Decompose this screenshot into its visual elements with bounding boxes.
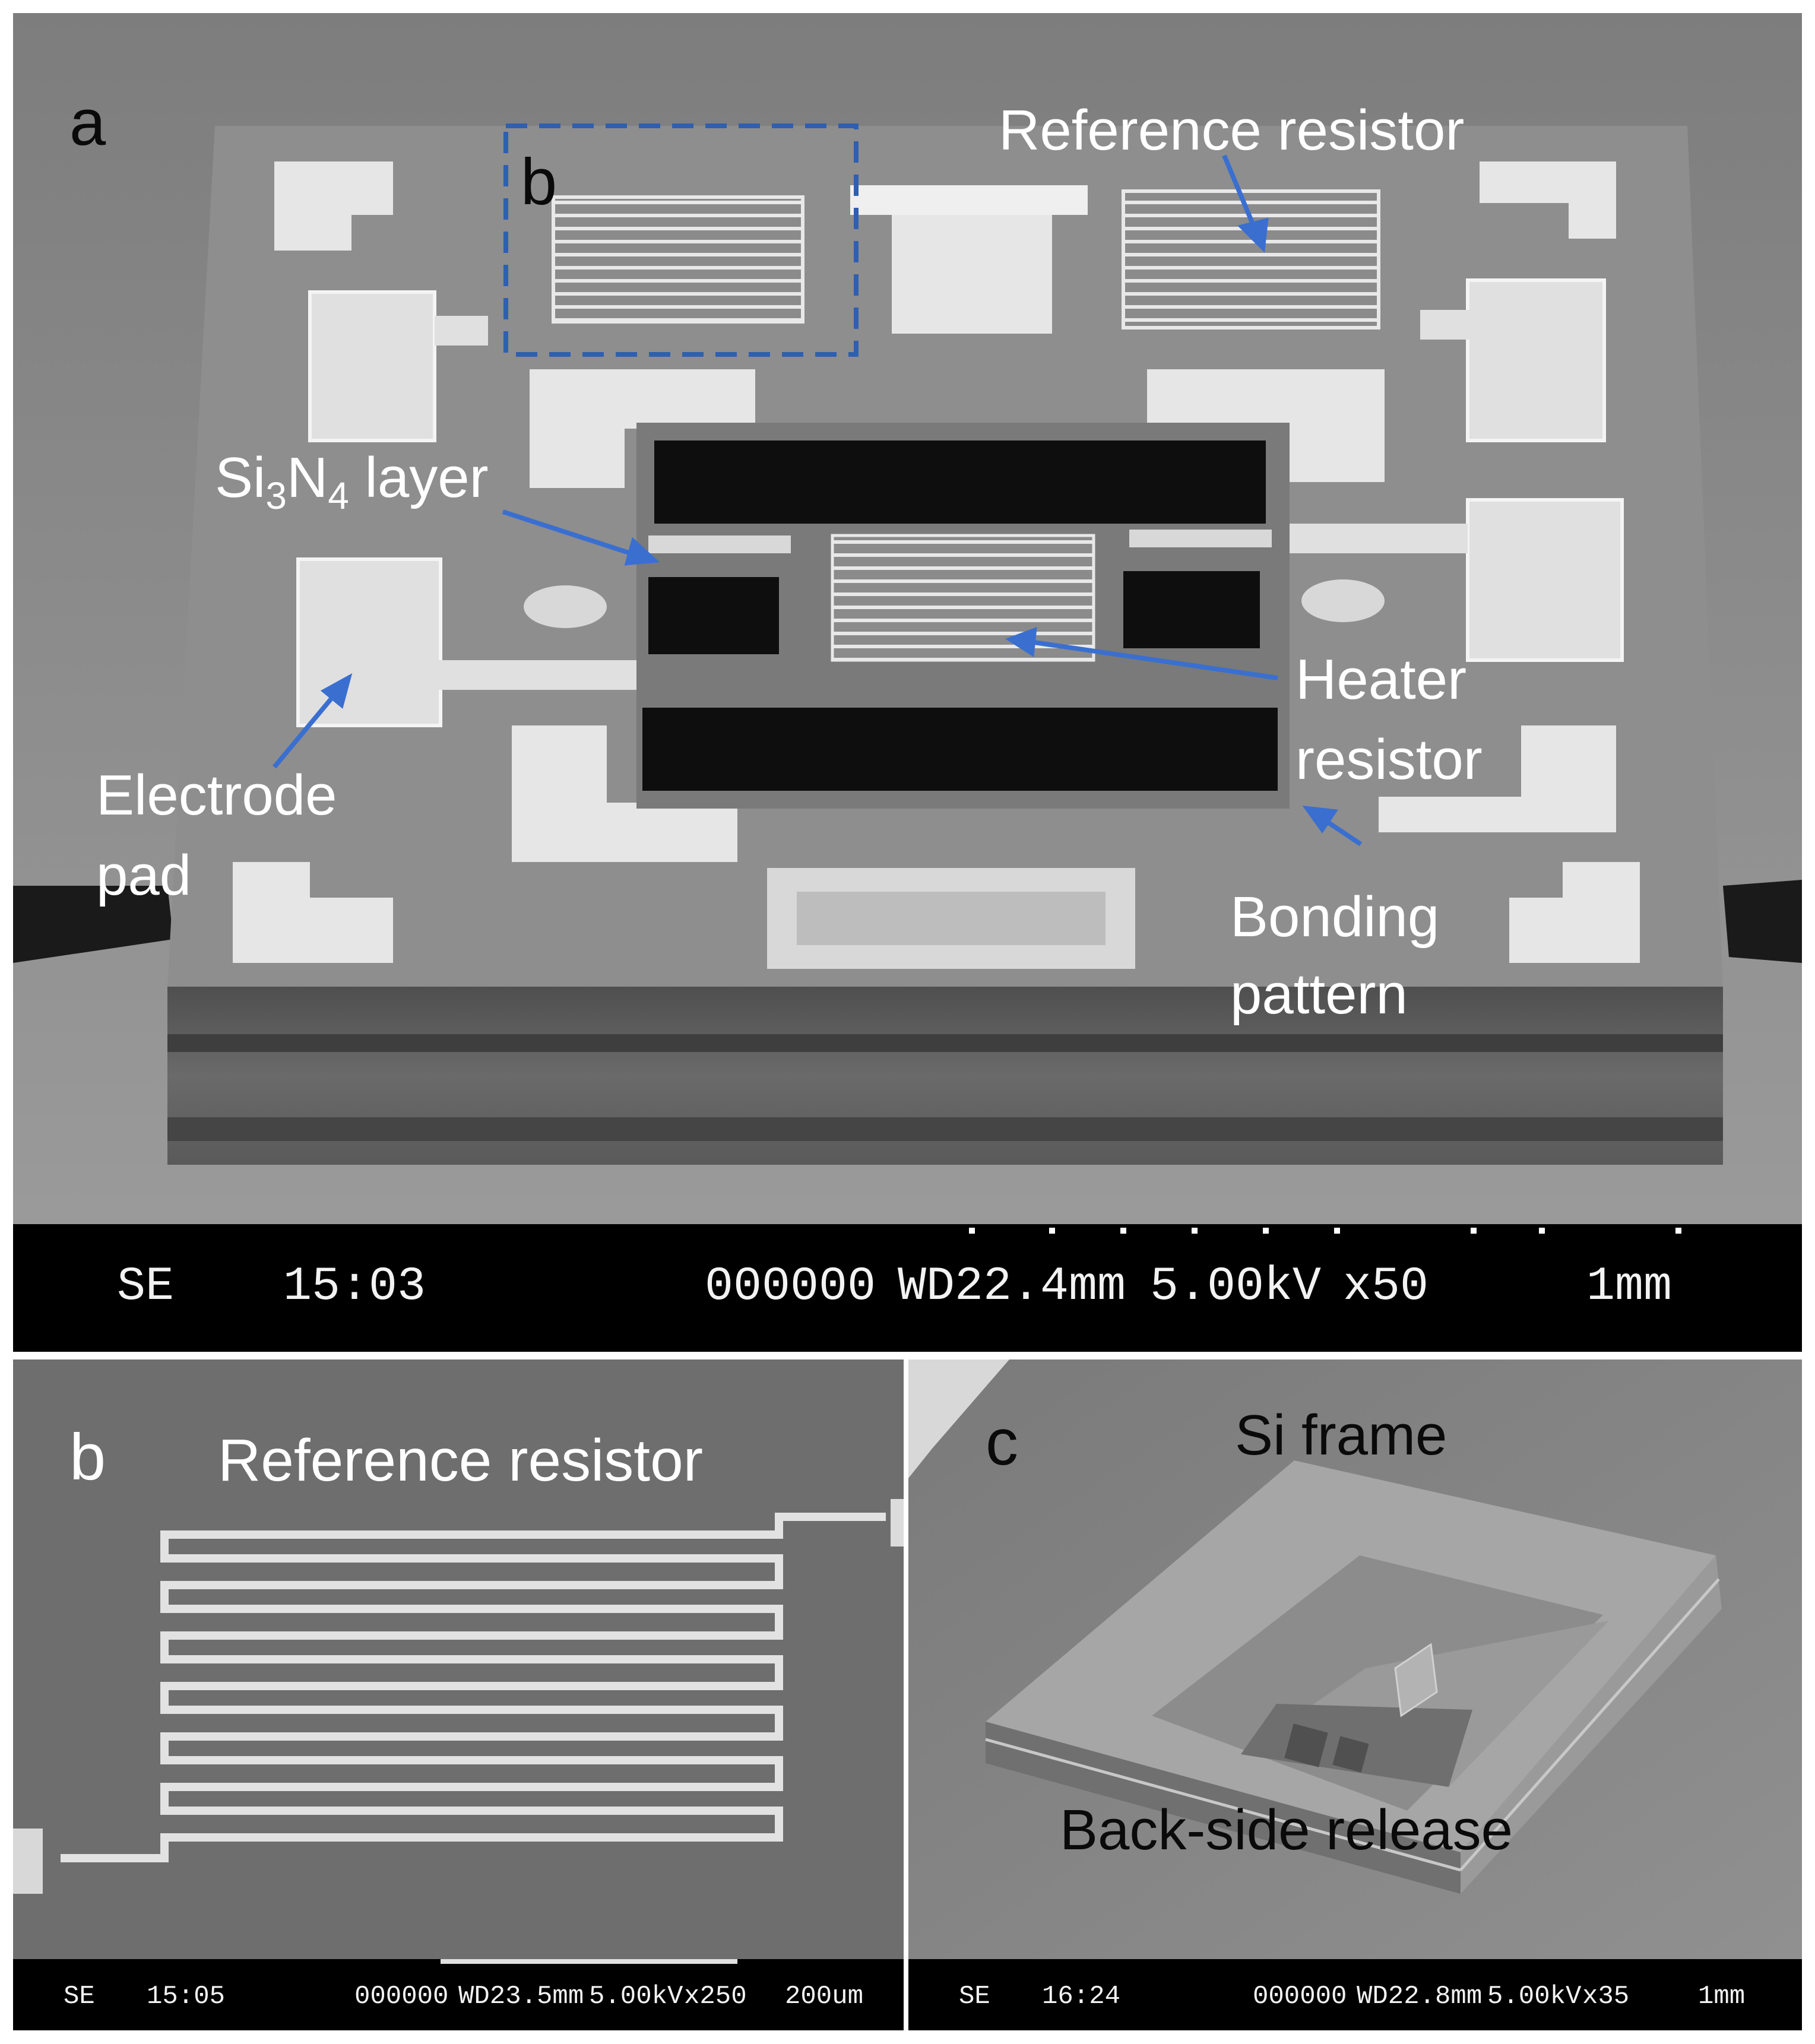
sem-b-counter: 000000 xyxy=(354,1982,449,2011)
panel-b-letter: b xyxy=(69,1421,106,1494)
sem-a-scale: 1mm xyxy=(1586,1260,1673,1314)
panel-a-sem-image: a b Reference resistor Si3N4 layer Heate… xyxy=(13,13,1802,1224)
annotation-arrows xyxy=(272,154,1363,847)
sem-b-time: 15:05 xyxy=(147,1982,226,2011)
bonding-label-line2: pattern xyxy=(1230,962,1408,1026)
heater-label-line1: Heater xyxy=(1295,648,1467,711)
sem-a-counter: 000000 xyxy=(705,1260,876,1314)
sem-c-kv: 5.00kV xyxy=(1487,1982,1582,2011)
back-side-release-label: Back-side release xyxy=(1060,1798,1513,1862)
sem-c-scale: 1mm xyxy=(1698,1982,1746,2011)
panel-b-sem-image: b Reference resistor xyxy=(13,1360,904,1959)
meander-lines xyxy=(61,1513,886,1862)
sem-a-time: 15:03 xyxy=(283,1260,426,1314)
si3n4-sub2: 4 xyxy=(328,474,349,518)
panel-c-letter: c xyxy=(986,1406,1018,1479)
sem-b-mag: x250 xyxy=(684,1982,747,2011)
sem-a-wd: WD22.4mm xyxy=(898,1260,1126,1314)
si3n4-layer-label: Si3N4 layer xyxy=(215,449,489,515)
panel-a-sem-info-bar: SE 15:03 000000 WD22.4mm 5.00kV x50 1mm xyxy=(13,1224,1802,1352)
panel-c-sem-image: c Si frame Back-side release xyxy=(908,1360,1802,1959)
electrode-label-line1: Electrode xyxy=(96,763,337,827)
sem-c-mode: SE xyxy=(959,1982,990,2011)
panel-a-letter: a xyxy=(69,86,106,159)
si3n4-mid: N xyxy=(286,446,328,509)
panel-c-sem-info-bar: SE 16:24 000000 WD22.8mm 5.00kV x35 1mm xyxy=(908,1959,1802,2030)
panel-b-title: Reference resistor xyxy=(218,1427,703,1494)
sem-c-mag: x35 xyxy=(1582,1982,1630,2011)
si-frame-graphic xyxy=(908,1360,1802,1959)
si3n4-sub1: 3 xyxy=(265,474,287,518)
sem-c-time: 16:24 xyxy=(1042,1982,1121,2011)
meander-resistor-graphic xyxy=(13,1360,904,1959)
sem-c-wd: WD22.8mm xyxy=(1357,1982,1483,2011)
sem-b-scale-bar xyxy=(441,1959,737,1964)
chip-sem-graphic xyxy=(13,13,1802,1224)
sem-b-mode: SE xyxy=(64,1982,95,2011)
sem-a-kv: 5.00kV xyxy=(1150,1260,1322,1314)
si3n4-suffix: layer xyxy=(349,446,489,509)
inset-b-letter: b xyxy=(521,145,558,218)
sem-a-scale-dots xyxy=(969,1228,1681,1234)
heater-label-line2: resistor xyxy=(1295,728,1483,791)
bonding-label-line1: Bonding xyxy=(1230,885,1440,949)
si-frame-label: Si frame xyxy=(1235,1403,1447,1467)
sem-b-kv: 5.00kV xyxy=(589,1982,683,2011)
electrode-label-line2: pad xyxy=(96,844,192,907)
sem-c-counter: 000000 xyxy=(1253,1982,1347,2011)
reference-resistor-label: Reference resistor xyxy=(999,99,1465,162)
sem-b-wd: WD23.5mm xyxy=(458,1982,584,2011)
sem-b-scale: 200um xyxy=(785,1982,864,2011)
sem-a-mode: SE xyxy=(117,1260,175,1314)
si3n4-prefix: Si xyxy=(215,446,266,509)
sem-a-mag: x50 xyxy=(1343,1260,1429,1314)
panel-b-sem-info-bar: SE 15:05 000000 WD23.5mm 5.00kV x250 200… xyxy=(13,1959,904,2030)
